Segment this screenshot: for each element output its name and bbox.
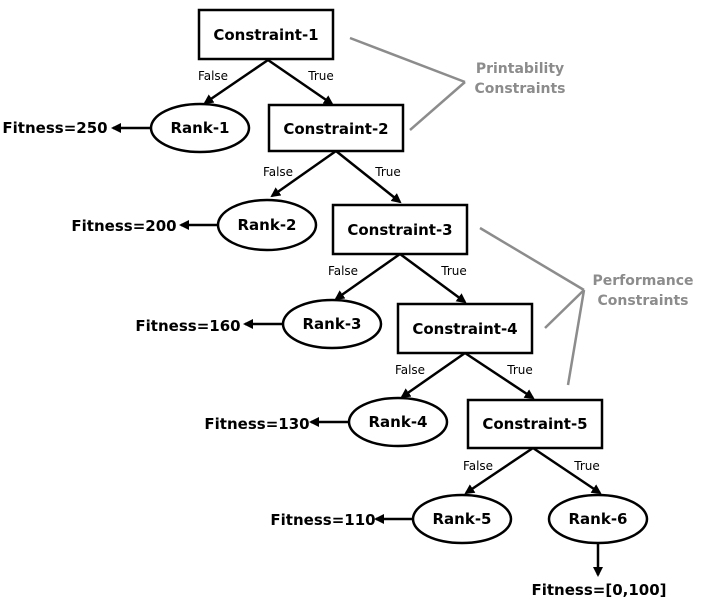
rank-6-label: Rank-6 xyxy=(569,510,628,528)
performance-bracket xyxy=(479,226,586,386)
edge-c3-true xyxy=(399,252,467,304)
rank-node-3: Rank-3 xyxy=(281,298,383,350)
edge-label-c1-false: False xyxy=(198,69,228,83)
edge-label-c5-true: True xyxy=(573,459,600,473)
rank-1-label: Rank-1 xyxy=(171,119,230,137)
edge-c2-true xyxy=(335,150,402,204)
edge-c3-false xyxy=(334,252,401,301)
fitness-2-label: Fitness=200 xyxy=(71,217,176,235)
performance-label-line2: Constraints xyxy=(597,293,688,309)
printability-label-line1: Printability xyxy=(476,61,564,77)
constraint-5-label: Constraint-5 xyxy=(482,415,587,433)
edge-c5-false xyxy=(464,446,534,495)
edge-c4-true xyxy=(464,351,535,400)
constraint-3-label: Constraint-3 xyxy=(347,221,452,239)
constraint-node-2: Constraint-2 xyxy=(267,103,405,153)
constraint-node-3: Constraint-3 xyxy=(331,203,469,256)
rank-3-label: Rank-3 xyxy=(303,315,362,333)
fitness-1-label: Fitness=250 xyxy=(2,119,107,137)
edge-label-c1-true: True xyxy=(307,69,334,83)
fitness-5-label: Fitness=110 xyxy=(270,511,375,529)
rank-2-label: Rank-2 xyxy=(238,216,297,234)
edge-c1-true xyxy=(267,58,334,106)
edge-label-c2-false: False xyxy=(263,165,293,179)
edge-label-c4-false: False xyxy=(395,363,425,377)
constraint-4-label: Constraint-4 xyxy=(412,320,517,338)
rank-node-2: Rank-2 xyxy=(216,198,318,252)
fitness-arrows xyxy=(111,123,603,577)
constraint-node-5: Constraint-5 xyxy=(466,398,604,450)
edge-label-c5-false: False xyxy=(463,459,493,473)
edge-label-c2-true: True xyxy=(374,165,401,179)
edge-c2-false xyxy=(270,149,337,198)
rank-node-5: Rank-5 xyxy=(411,493,513,545)
constraint-2-label: Constraint-2 xyxy=(283,120,388,138)
constraint-node-1: Constraint-1 xyxy=(197,8,335,61)
fitness-3-label: Fitness=160 xyxy=(135,317,240,335)
constraint-1-label: Constraint-1 xyxy=(213,26,318,44)
fitness-6-label: Fitness=[0,100] xyxy=(532,581,667,599)
rank-node-6: Rank-6 xyxy=(547,493,649,545)
rank-5-label: Rank-5 xyxy=(433,510,492,528)
rank-node-1: Rank-1 xyxy=(149,102,251,154)
printability-label-line2: Constraints xyxy=(474,81,565,97)
edge-label-c4-true: True xyxy=(506,363,533,377)
rank-4-label: Rank-4 xyxy=(369,413,428,431)
edge-c5-true xyxy=(532,446,602,495)
constraint-node-4: Constraint-4 xyxy=(396,302,534,355)
decision-edges xyxy=(203,58,602,495)
edge-c4-false xyxy=(400,351,466,399)
printability-bracket xyxy=(349,36,466,131)
edge-label-c3-false: False xyxy=(328,264,358,278)
edge-c1-false xyxy=(203,58,269,105)
rank-node-4: Rank-4 xyxy=(347,396,449,448)
edge-label-c3-true: True xyxy=(440,264,467,278)
fitness-4-label: Fitness=130 xyxy=(204,415,309,433)
performance-label-line1: Performance xyxy=(592,273,693,289)
